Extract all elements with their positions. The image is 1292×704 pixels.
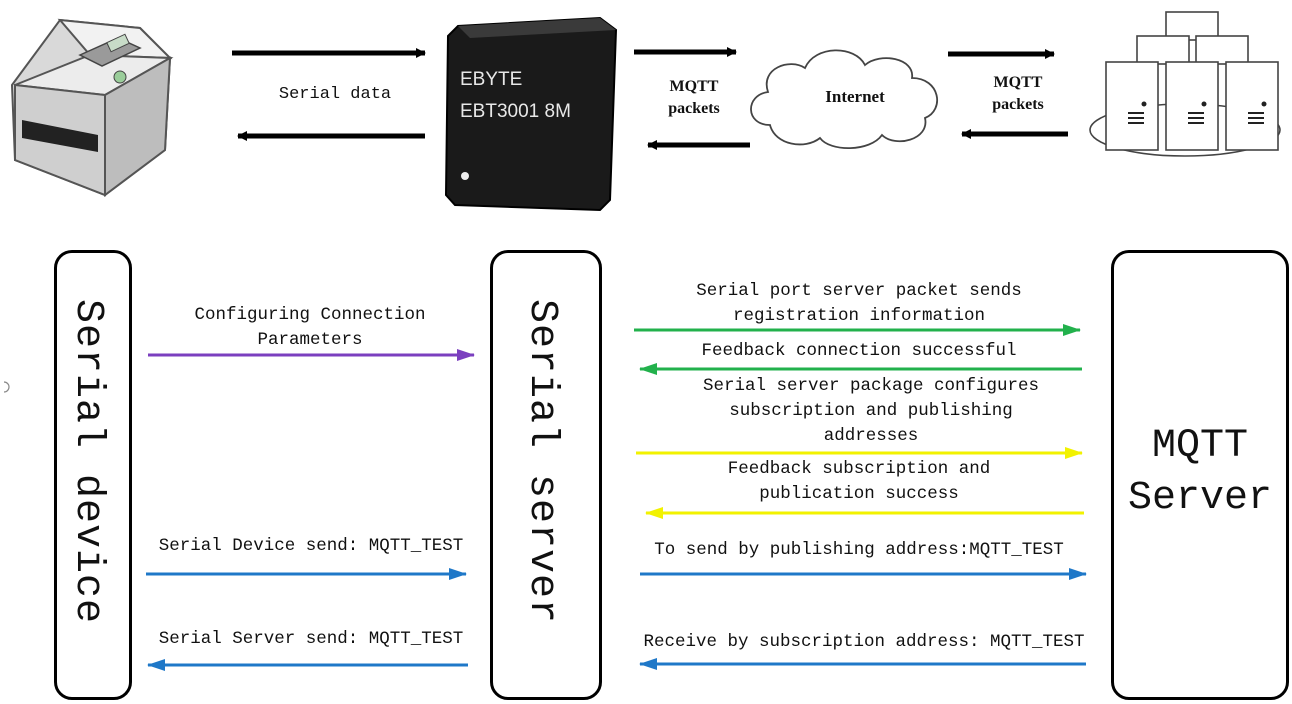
edge-mark-icon xyxy=(3,381,10,393)
msg-configuring-connection: Configuring Connection Parameters xyxy=(150,303,470,353)
msg-registration-info-line1: Serial port server packet sends xyxy=(696,281,1022,301)
msg-configure-subscription-line2: subscription and publishing xyxy=(729,401,1013,421)
msg-feedback-connection: Feedback connection successful xyxy=(701,341,1017,361)
mqtt-packets-right-line1: MQTT xyxy=(993,74,1043,91)
mqtt-server-line1: MQTT xyxy=(1151,424,1248,469)
msg-configuring-connection-line2: Parameters xyxy=(257,330,363,350)
printer-icon xyxy=(10,18,174,197)
msg-serial-device-send: Serial Device send: MQTT_TEST xyxy=(158,536,464,556)
internet-label: Internet xyxy=(825,87,885,106)
msg-publish-send: To send by publishing address:MQTT_TEST xyxy=(654,540,1064,560)
msg-configuring-connection-line1: Configuring Connection xyxy=(194,305,426,325)
msg-feedback-subscription: Feedback subscription and publication su… xyxy=(636,457,1082,507)
server-cluster-icon xyxy=(1089,11,1281,157)
msg-configure-subscription-line1: Serial server package configures xyxy=(702,376,1040,396)
msg-feedback-subscription-line1: Feedback subscription and xyxy=(727,459,991,479)
msg-configure-subscription-line3: addresses xyxy=(823,426,919,446)
msg-feedback-subscription-line2: publication success xyxy=(759,484,959,504)
msg-serial-server-send: Serial Server send: MQTT_TEST xyxy=(158,629,464,649)
serial-server-title: Serial server xyxy=(519,299,564,625)
mqtt-server-box: MQTT Server xyxy=(1111,250,1289,700)
serial-server-box: Serial server xyxy=(490,250,602,700)
mqtt-packets-right-label: MQTT packets xyxy=(968,72,1068,116)
chip-brand: EBYTE xyxy=(460,69,523,90)
mqtt-server-title: MQTT Server xyxy=(1114,421,1286,525)
mqtt-packets-left-label: MQTT packets xyxy=(644,76,744,120)
mqtt-packets-left-line2: packets xyxy=(668,100,720,117)
chip-icon xyxy=(444,16,618,212)
serial-device-title: Serial device xyxy=(65,299,110,625)
mqtt-packets-left-line1: MQTT xyxy=(669,78,719,95)
chip-model: EBT3001 8M xyxy=(460,101,571,122)
cloud-icon xyxy=(750,49,939,150)
msg-registration-info: Serial port server packet sends registra… xyxy=(636,279,1082,329)
msg-registration-info-line2: registration information xyxy=(732,306,986,326)
msg-configure-subscription: Serial server package configures subscri… xyxy=(648,374,1094,449)
mqtt-server-line2: Server xyxy=(1127,476,1273,521)
serial-data-label: Serial data xyxy=(278,85,392,104)
serial-device-box: Serial device xyxy=(54,250,132,700)
mqtt-packets-right-line2: packets xyxy=(992,96,1044,113)
msg-subscription-receive: Receive by subscription address: MQTT_TE… xyxy=(643,632,1085,652)
